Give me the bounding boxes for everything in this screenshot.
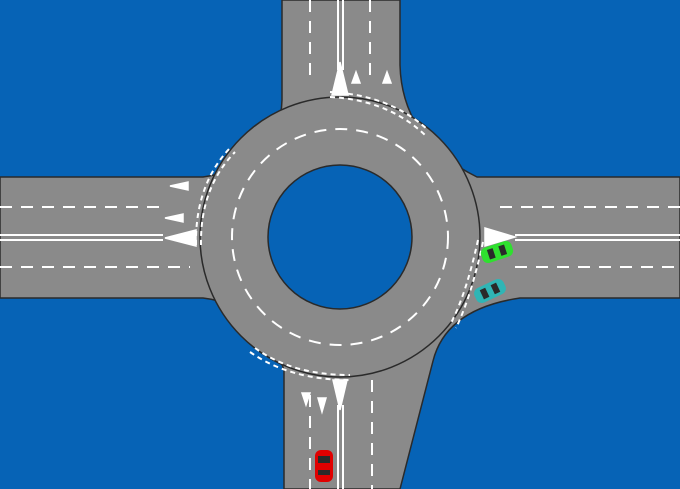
car-cyan-window xyxy=(479,287,490,300)
north-yield-line xyxy=(329,96,426,136)
north-splitter-island xyxy=(331,61,349,96)
north-small-arrow xyxy=(381,69,393,84)
south-yield-line xyxy=(254,347,351,376)
west-splitter-island xyxy=(164,229,197,247)
car-green-body xyxy=(480,241,514,263)
splitter-islands xyxy=(164,61,518,415)
car-cyan[interactable] xyxy=(472,277,508,305)
west-yield-line xyxy=(199,151,236,246)
north-small-arrow xyxy=(350,69,362,84)
east-yield-line xyxy=(455,241,484,329)
car-green-window xyxy=(498,244,508,256)
central-island xyxy=(267,164,413,310)
west-small-arrow xyxy=(169,181,189,191)
west-small-arrow xyxy=(164,213,184,223)
ring-outer-dashed xyxy=(231,128,449,346)
south-small-arrow xyxy=(300,392,312,408)
east-splitter-island xyxy=(484,226,518,248)
car-cyan-body xyxy=(474,278,506,304)
car-cyan-window xyxy=(490,282,501,295)
car-red-body xyxy=(315,450,333,482)
south-splitter-island xyxy=(332,379,348,411)
east-yield-line xyxy=(449,239,479,326)
car-green-window xyxy=(486,248,496,260)
car-red-window xyxy=(318,470,330,475)
car-green[interactable] xyxy=(479,239,514,264)
car-red-window xyxy=(318,456,330,463)
car-red[interactable] xyxy=(315,450,333,482)
south-small-arrow xyxy=(317,397,327,415)
